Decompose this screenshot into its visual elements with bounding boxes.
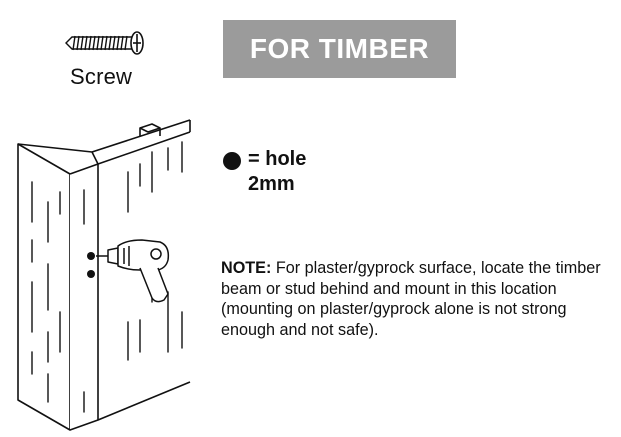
hole-dot-icon <box>223 152 241 170</box>
screw-label: Screw <box>70 64 133 89</box>
note-label: NOTE: <box>221 259 272 277</box>
legend-hole-size: 2mm <box>248 173 295 195</box>
for-timber-banner: FOR TIMBER <box>223 20 456 78</box>
drill-icon <box>96 239 170 303</box>
mounting-note: NOTE: For plaster/gyprock surface, locat… <box>221 258 613 340</box>
timber-corner-illustration <box>17 119 191 431</box>
banner-title: FOR TIMBER <box>249 33 430 64</box>
note-text: For plaster/gyprock surface, locate the … <box>221 259 601 339</box>
legend-hole-label: = hole <box>248 148 307 170</box>
screw-icon <box>65 31 144 55</box>
